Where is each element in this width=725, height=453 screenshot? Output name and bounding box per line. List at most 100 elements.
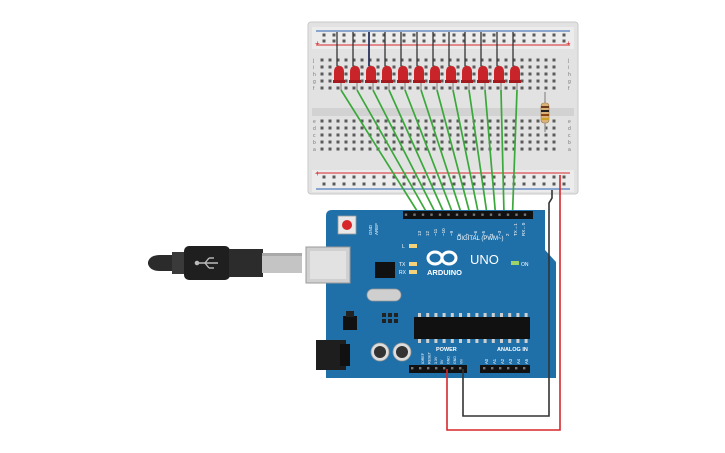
signal-wire[interactable] (511, 89, 518, 215)
signal-wire[interactable] (356, 89, 429, 215)
usb-cable[interactable] (148, 246, 302, 280)
rail-hole[interactable] (372, 175, 376, 179)
breadboard-hole[interactable] (496, 133, 500, 137)
breadboard-hole[interactable] (384, 126, 388, 130)
rail-hole[interactable] (342, 39, 346, 43)
breadboard-hole[interactable] (344, 72, 348, 76)
breadboard-hole[interactable] (448, 119, 452, 123)
rail-hole[interactable] (552, 182, 556, 186)
breadboard-hole[interactable] (416, 133, 420, 137)
breadboard-hole[interactable] (544, 58, 548, 62)
breadboard-hole[interactable] (480, 133, 484, 137)
breadboard-hole[interactable] (376, 79, 380, 83)
breadboard-hole[interactable] (344, 126, 348, 130)
breadboard-hole[interactable] (520, 65, 524, 69)
rail-hole[interactable] (482, 39, 486, 43)
breadboard-hole[interactable] (360, 119, 364, 123)
breadboard-hole[interactable] (440, 79, 444, 83)
breadboard-hole[interactable] (344, 79, 348, 83)
rail-hole[interactable] (322, 175, 326, 179)
signal-wire[interactable] (436, 89, 471, 215)
breadboard-hole[interactable] (464, 140, 468, 144)
rail-hole[interactable] (412, 33, 416, 37)
breadboard-hole[interactable] (496, 140, 500, 144)
breadboard-hole[interactable] (504, 58, 508, 62)
breadboard-hole[interactable] (520, 140, 524, 144)
breadboard-hole[interactable] (464, 126, 468, 130)
breadboard-hole[interactable] (384, 133, 388, 137)
breadboard-hole[interactable] (384, 86, 388, 90)
rail-hole[interactable] (382, 33, 386, 37)
breadboard-hole[interactable] (408, 79, 412, 83)
rail-hole[interactable] (522, 39, 526, 43)
breadboard-hole[interactable] (440, 140, 444, 144)
rail-hole[interactable] (492, 182, 496, 186)
breadboard-hole[interactable] (400, 126, 404, 130)
rail-hole[interactable] (562, 39, 566, 43)
breadboard-hole[interactable] (352, 119, 356, 123)
breadboard-hole[interactable] (544, 86, 548, 90)
breadboard-hole[interactable] (424, 72, 428, 76)
breadboard-hole[interactable] (504, 126, 508, 130)
breadboard-hole[interactable] (328, 65, 332, 69)
breadboard-hole[interactable] (464, 133, 468, 137)
breadboard-hole[interactable] (552, 65, 556, 69)
rail-hole[interactable] (322, 33, 326, 37)
breadboard-hole[interactable] (520, 79, 524, 83)
breadboard-hole[interactable] (488, 126, 492, 130)
breadboard-hole[interactable] (360, 65, 364, 69)
breadboard-hole[interactable] (456, 65, 460, 69)
breadboard-hole[interactable] (552, 72, 556, 76)
rail-hole[interactable] (332, 33, 336, 37)
rail-hole[interactable] (352, 175, 356, 179)
breadboard-hole[interactable] (328, 119, 332, 123)
breadboard-hole[interactable] (384, 119, 388, 123)
breadboard-hole[interactable] (408, 126, 412, 130)
breadboard-hole[interactable] (392, 133, 396, 137)
breadboard-hole[interactable] (544, 133, 548, 137)
breadboard-hole[interactable] (320, 58, 324, 62)
rail-hole[interactable] (332, 182, 336, 186)
rail-hole[interactable] (472, 33, 476, 37)
rail-hole[interactable] (502, 39, 506, 43)
breadboard-hole[interactable] (480, 58, 484, 62)
breadboard-hole[interactable] (488, 79, 492, 83)
breadboard-hole[interactable] (320, 65, 324, 69)
breadboard-hole[interactable] (320, 133, 324, 137)
breadboard-hole[interactable] (496, 86, 500, 90)
digital-header[interactable] (403, 211, 533, 219)
rail-hole[interactable] (442, 182, 446, 186)
breadboard-hole[interactable] (336, 126, 340, 130)
rail-hole[interactable] (462, 175, 466, 179)
breadboard-hole[interactable] (512, 86, 516, 90)
breadboard-hole[interactable] (344, 133, 348, 137)
breadboard-hole[interactable] (384, 58, 388, 62)
breadboard-hole[interactable] (512, 119, 516, 123)
breadboard-hole[interactable] (504, 133, 508, 137)
rail-hole[interactable] (502, 175, 506, 179)
rail-hole[interactable] (452, 33, 456, 37)
resistor[interactable] (540, 92, 550, 132)
breadboard-hole[interactable] (456, 119, 460, 123)
breadboard-hole[interactable] (424, 58, 428, 62)
breadboard-hole[interactable] (456, 133, 460, 137)
breadboard-hole[interactable] (472, 140, 476, 144)
rail-hole[interactable] (422, 182, 426, 186)
rail-hole[interactable] (462, 39, 466, 43)
breadboard-hole[interactable] (496, 58, 500, 62)
breadboard-hole[interactable] (328, 86, 332, 90)
rail-hole[interactable] (402, 33, 406, 37)
breadboard-hole[interactable] (488, 86, 492, 90)
breadboard-hole[interactable] (544, 72, 548, 76)
led[interactable] (430, 66, 440, 82)
breadboard-hole[interactable] (456, 79, 460, 83)
breadboard-hole[interactable] (472, 65, 476, 69)
breadboard-hole[interactable] (344, 58, 348, 62)
breadboard-hole[interactable] (432, 133, 436, 137)
led[interactable] (398, 66, 408, 82)
breadboard-hole[interactable] (520, 72, 524, 76)
breadboard-hole[interactable] (416, 126, 420, 130)
rail-hole[interactable] (422, 33, 426, 37)
breadboard-hole[interactable] (328, 147, 332, 151)
breadboard-hole[interactable] (440, 133, 444, 137)
